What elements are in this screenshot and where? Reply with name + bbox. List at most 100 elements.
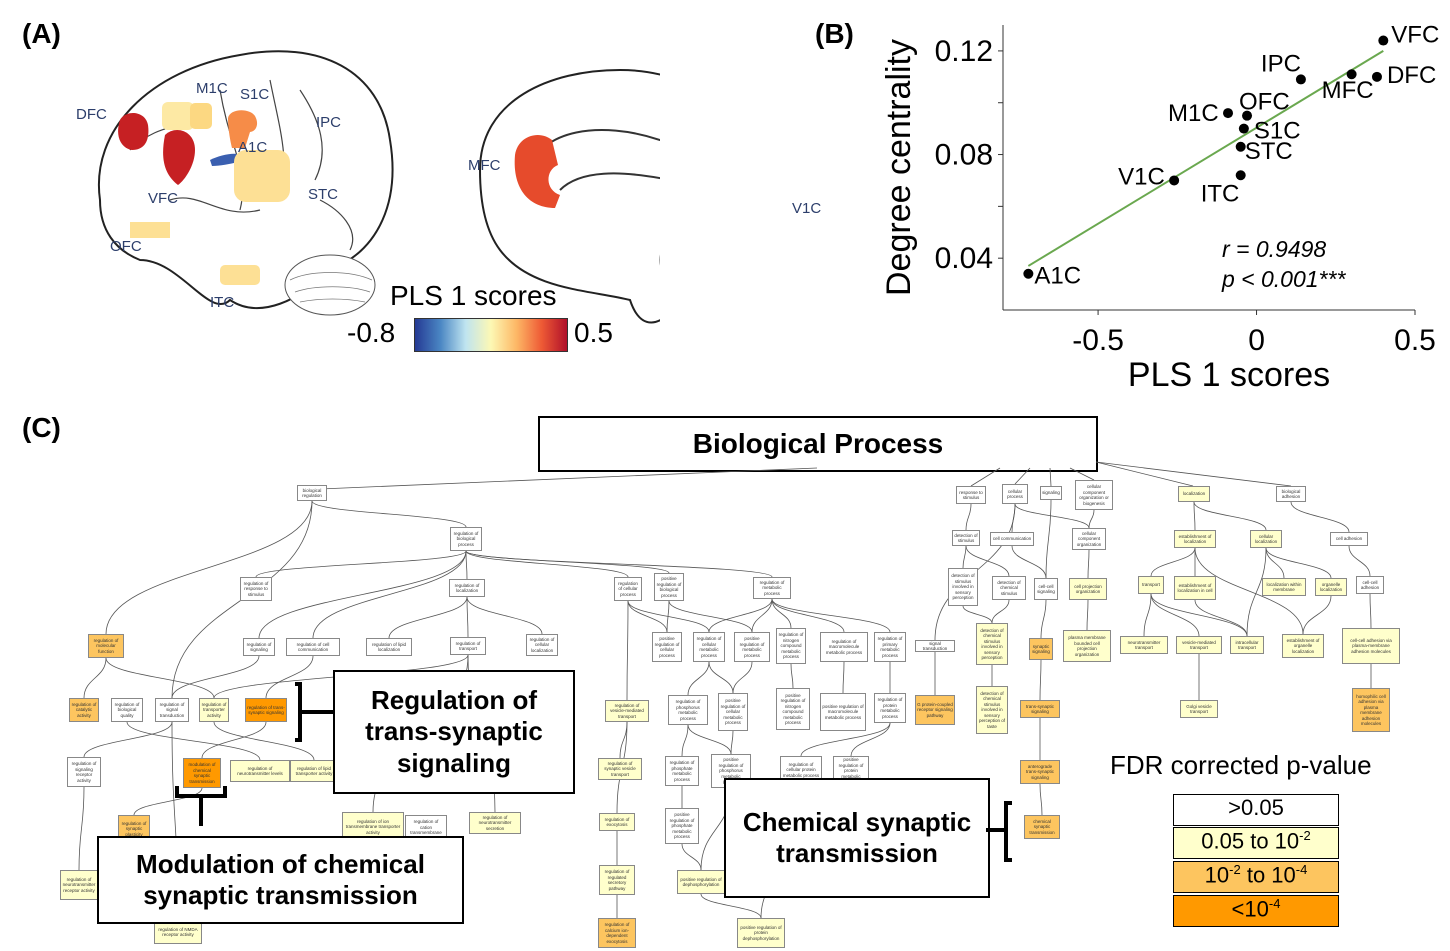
legend-level-4: <10-4	[1173, 895, 1339, 927]
data-point	[1378, 35, 1389, 46]
go-node: detection of chemical stimulus involved …	[976, 686, 1008, 734]
go-edge	[1193, 501, 1267, 531]
go-node: transport	[1138, 576, 1164, 594]
go-edge	[265, 655, 314, 699]
bracket-modulation	[175, 786, 227, 826]
callout-modulation: Modulation of chemical synaptic transmis…	[97, 836, 464, 924]
go-edge	[965, 545, 1010, 577]
region-ipc	[228, 110, 258, 148]
go-edge	[1369, 593, 1372, 629]
go-edge	[850, 722, 891, 757]
go-node: regulation of phosphate metabolic proces…	[665, 756, 699, 786]
point-label: V1C	[1118, 163, 1165, 190]
go-node: intracellular transport	[1230, 636, 1264, 654]
go-edge	[771, 598, 891, 633]
region-label-stc: STC	[308, 186, 338, 203]
brain-illustrations	[97, 50, 660, 324]
go-node: regulation of neurotransmitter secretion	[469, 812, 521, 834]
region-label-itc: ITC	[210, 294, 235, 311]
go-edge	[465, 550, 773, 578]
data-point	[1235, 141, 1246, 152]
x-tick-label: 0	[1248, 324, 1265, 357]
region-label-ofc: OFC	[110, 238, 142, 255]
go-edge	[1014, 467, 1031, 485]
go-node: regulation of cell communication	[286, 638, 340, 656]
go-edge	[626, 600, 629, 701]
point-label: DFC	[1387, 62, 1436, 89]
y-tick-label: 0.04	[935, 242, 993, 275]
go-node: regulation of macromolecule metabolic pr…	[820, 632, 868, 662]
bracket-trans-synaptic	[295, 682, 333, 742]
region-label-vfc: VFC	[148, 190, 178, 207]
go-node: regulation of lipid transporter activity	[290, 760, 338, 782]
go-edge	[1302, 595, 1332, 635]
go-node: regulation of transporter activity	[199, 698, 229, 722]
region-stc	[234, 150, 290, 202]
go-node: signal transduction	[915, 640, 955, 652]
go-edge	[1193, 501, 1196, 531]
go-edge	[970, 467, 1001, 487]
data-point	[1169, 175, 1180, 186]
x-tick-label: 0.5	[1394, 324, 1436, 357]
go-edge	[133, 787, 203, 816]
go-edge	[681, 724, 689, 757]
go-node: regulation of catalytic activity	[69, 698, 99, 722]
go-node: cellular component organization or bioge…	[1075, 480, 1113, 510]
x-tick-label: -0.5	[1072, 324, 1124, 357]
go-node: regulation of calcium ion-dependent exoc…	[598, 918, 636, 948]
go-node: homophilic cell adhesion via plasma memb…	[1352, 688, 1390, 732]
go-edge	[1150, 547, 1196, 577]
fit-line	[1027, 50, 1384, 267]
go-node: chemical synaptic transmission	[1024, 815, 1060, 839]
go-edge	[105, 500, 313, 635]
go-edge	[1290, 501, 1350, 533]
go-node: regulation of biological process	[450, 527, 482, 551]
callout-trans-synaptic: Regulation of trans-synaptic signaling	[333, 670, 575, 794]
go-edge	[1039, 783, 1043, 816]
go-edge	[1095, 461, 1292, 487]
go-node: cellular component organization	[1072, 528, 1106, 550]
go-edge	[1348, 545, 1371, 577]
go-node: biological regulation	[297, 485, 327, 501]
go-edge	[1150, 593, 1248, 637]
go-node: regulation of signal transduction	[155, 698, 189, 722]
go-edge	[751, 598, 773, 633]
go-node: cellular process	[1002, 484, 1028, 504]
y-tick-label: 0.08	[935, 139, 993, 172]
data-point	[1238, 123, 1249, 134]
go-edge	[1194, 599, 1248, 637]
region-dfc	[118, 113, 149, 150]
region-label-dfc: DFC	[76, 106, 107, 123]
go-edge	[991, 599, 1010, 624]
go-edge	[126, 721, 261, 761]
go-edge	[842, 661, 845, 694]
go-node: regulation of protein metabolic process	[874, 693, 906, 723]
go-edge	[1194, 547, 1304, 635]
bracket-chemical	[986, 801, 1012, 862]
go-edge	[681, 843, 702, 871]
go-edge	[627, 600, 668, 633]
go-edge	[687, 724, 732, 755]
go-edge	[708, 598, 773, 633]
go-node: regulation of cellular metabolic process	[693, 632, 725, 662]
go-edge	[466, 596, 469, 638]
go-node: regulation of signaling receptor activit…	[67, 757, 101, 787]
go-node: G protein-coupled receptor signaling pat…	[915, 695, 955, 725]
go-node: regulation of nitrogen compound metaboli…	[776, 628, 806, 664]
go-edge	[312, 550, 467, 639]
region-label-a1c: A1C	[238, 139, 268, 156]
go-edge	[1087, 549, 1090, 579]
go-edge	[466, 596, 543, 635]
go-edge	[1040, 599, 1047, 639]
go-node: regulation of lipid localization	[366, 638, 412, 656]
go-node: modulation of chemical synaptic transmis…	[183, 758, 221, 788]
go-node: regulation of localization	[449, 579, 485, 597]
go-edge	[771, 598, 845, 633]
go-node: localization within membrane	[1262, 578, 1306, 596]
go-edge	[962, 605, 993, 624]
go-node: cell adhesion	[1330, 532, 1368, 546]
go-edge	[296, 467, 818, 491]
go-node: regulation of phosphorus metabolic proce…	[668, 695, 708, 725]
region-label-m1c: M1C	[196, 80, 228, 97]
